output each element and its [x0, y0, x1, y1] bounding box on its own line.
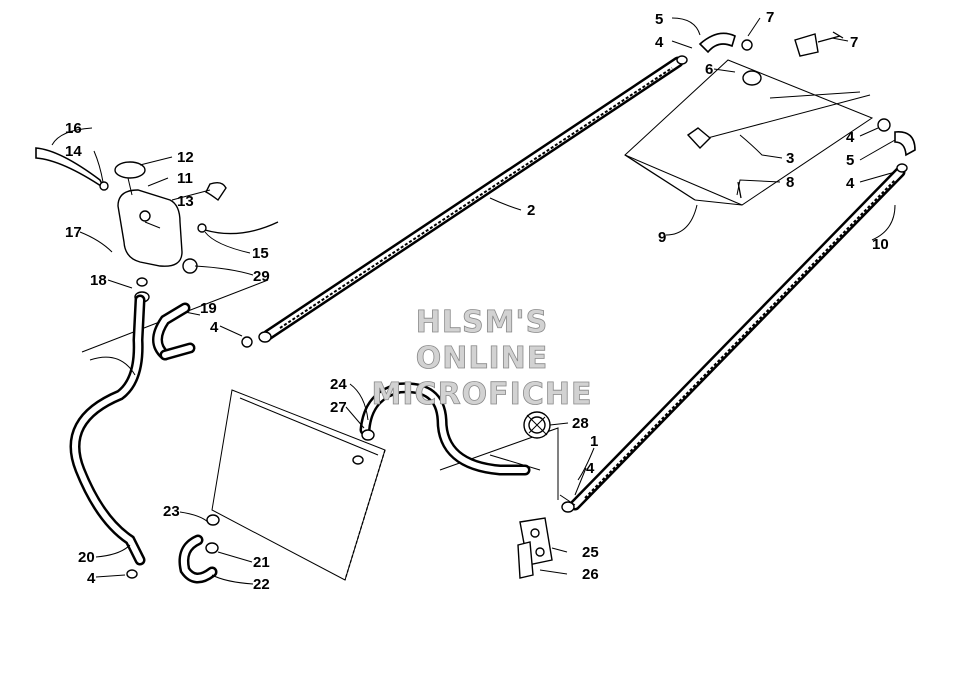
top-right-hardware: [698, 31, 916, 157]
callout-20: 20: [78, 549, 95, 566]
watermark: HLSM'S ONLINE MICROFICHE: [371, 305, 593, 413]
hose-20: [69, 294, 146, 579]
callout-7a: 7: [766, 9, 774, 26]
callout-4a: 4: [210, 319, 219, 336]
callout-labels: 1 2 3 4 4 4 4 4 4 5 5 6 7 7 8 9 10 11 12…: [65, 9, 889, 593]
callout-7b: 7: [850, 34, 858, 51]
callout-12: 12: [177, 149, 194, 166]
hose-19: [152, 302, 253, 361]
callout-2: 2: [527, 202, 535, 219]
callout-11: 11: [177, 170, 193, 187]
brackets-25-26: [517, 517, 553, 579]
cooler-tube-right: [561, 163, 908, 513]
callout-13: 13: [177, 193, 194, 210]
cooler-tube-left: [258, 55, 688, 343]
callout-5b: 5: [846, 152, 854, 169]
callout-4d: 4: [655, 34, 664, 51]
leader-lines: [51, 17, 896, 585]
callout-22: 22: [253, 576, 270, 593]
callout-24: 24: [330, 376, 347, 393]
callout-18: 18: [90, 272, 107, 289]
callout-1: 1: [590, 433, 598, 450]
spring-clamp-28: [523, 411, 551, 439]
callout-6: 6: [705, 61, 713, 78]
heat-exchanger-plate: [624, 59, 874, 206]
callout-4f: 4: [846, 175, 855, 192]
callout-28: 28: [572, 415, 589, 432]
callout-29: 29: [253, 268, 270, 285]
callout-5a: 5: [655, 11, 663, 28]
callout-4b: 4: [586, 460, 595, 477]
callout-23: 23: [163, 503, 180, 520]
callout-9: 9: [658, 229, 666, 246]
coolant-reservoir: [35, 147, 279, 303]
callout-21: 21: [253, 554, 270, 571]
hose-22: [178, 534, 219, 584]
callout-8: 8: [786, 174, 794, 191]
callout-10: 10: [872, 236, 889, 253]
watermark-line-2: ONLINE: [416, 341, 549, 376]
callout-15: 15: [252, 245, 269, 262]
hose-24: [352, 382, 531, 476]
callout-16: 16: [65, 120, 82, 137]
callout-4c: 4: [87, 570, 96, 587]
watermark-line-1: HLSM'S: [416, 305, 548, 340]
callout-26: 26: [582, 566, 599, 583]
callout-4e: 4: [846, 129, 855, 146]
callout-17: 17: [65, 224, 82, 241]
watermark-line-3: MICROFICHE: [372, 377, 593, 412]
callout-19: 19: [200, 300, 217, 317]
callout-3: 3: [786, 150, 794, 167]
callout-14: 14: [65, 143, 82, 160]
lower-heat-exchanger: [206, 389, 386, 581]
callout-25: 25: [582, 544, 599, 561]
callout-27: 27: [330, 399, 347, 416]
